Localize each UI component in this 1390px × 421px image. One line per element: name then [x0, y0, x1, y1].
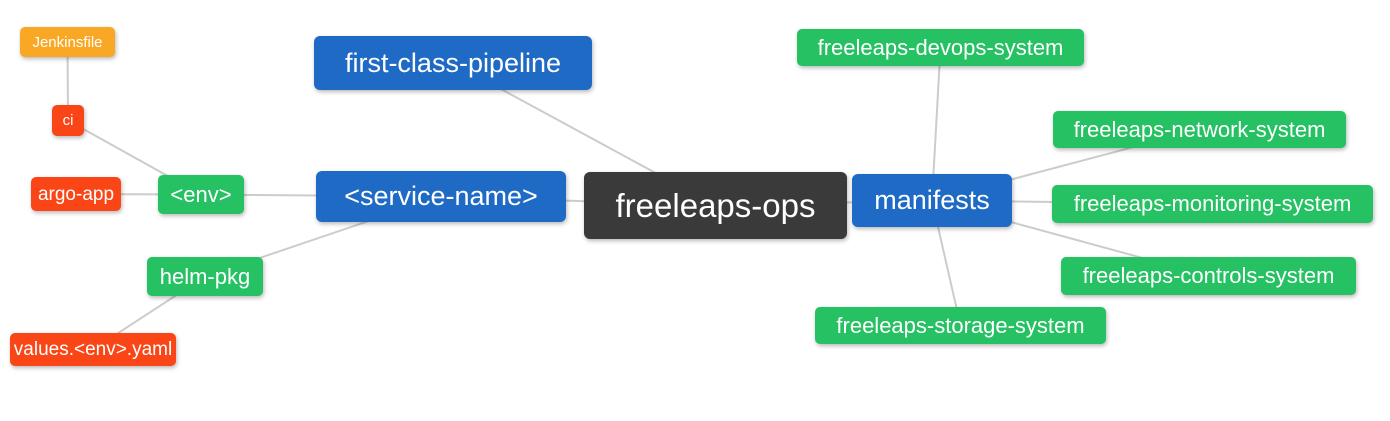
node-freeleaps-ops[interactable]: freeleaps-ops [584, 172, 847, 239]
node-argo-app[interactable]: argo-app [31, 177, 121, 211]
node-freeleaps-controls-system[interactable]: freeleaps-controls-system [1061, 257, 1356, 295]
node-freeleaps-monitoring-system[interactable]: freeleaps-monitoring-system [1052, 185, 1373, 223]
node-values-env-yaml[interactable]: values.<env>.yaml [10, 333, 176, 366]
node-ci[interactable]: ci [52, 105, 84, 136]
node-service-name[interactable]: <service-name> [316, 171, 566, 222]
node-first-class-pipeline[interactable]: first-class-pipeline [314, 36, 592, 90]
node-freeleaps-devops-system[interactable]: freeleaps-devops-system [797, 29, 1084, 66]
node-helm-pkg[interactable]: helm-pkg [147, 257, 263, 296]
node-freeleaps-network-system[interactable]: freeleaps-network-system [1053, 111, 1346, 148]
node-freeleaps-storage-system[interactable]: freeleaps-storage-system [815, 307, 1106, 344]
node-manifests[interactable]: manifests [852, 174, 1012, 227]
node-jenkinsfile[interactable]: Jenkinsfile [20, 27, 115, 57]
node-env[interactable]: <env> [158, 175, 244, 214]
